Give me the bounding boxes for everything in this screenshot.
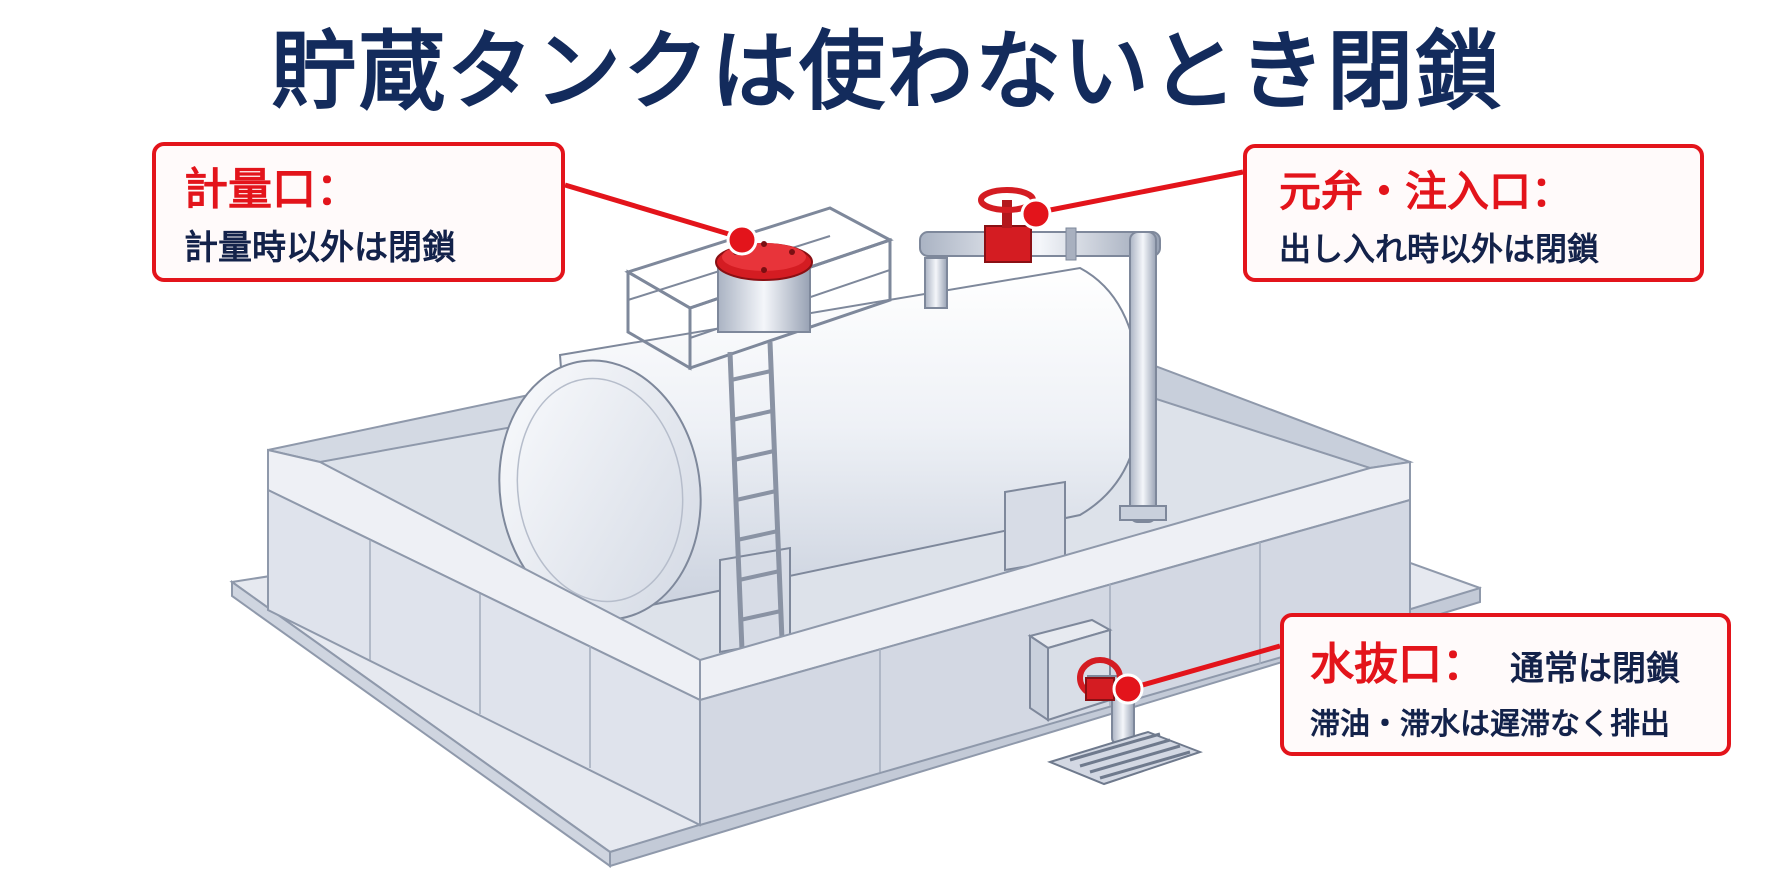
main-valve-piping [919, 187, 1167, 523]
callout-drain: 水抜口： 通常は閉鎖 滞油・滞水は遅滞なく排出 [1280, 613, 1731, 756]
callout-main-valve-heading: 元弁・注入口： [1279, 167, 1574, 216]
leader-lines [564, 169, 1281, 705]
page-title: 貯蔵タンクは使わないとき閉鎖 [271, 22, 1503, 122]
valve-marker-dot [1020, 198, 1052, 230]
gauge-hatch [624, 206, 894, 371]
callout-main-valve: 元弁・注入口： 出し入れ時以外は閉鎖 [1243, 144, 1704, 282]
callout-drain-status: 通常は閉鎖 [1510, 649, 1680, 689]
drain-valve [1027, 618, 1203, 786]
access-ladder [727, 341, 785, 651]
drain-marker-dot [1112, 673, 1144, 705]
callout-drain-heading: 水抜口： [1310, 639, 1486, 690]
callout-drain-text: 滞油・滞水は遅滞なく排出 [1310, 707, 1670, 742]
gauge-marker-dot [726, 224, 758, 256]
callout-main-valve-text: 出し入れ時以外は閉鎖 [1279, 230, 1600, 268]
callout-gauge-text: 計量時以外は閉鎖 [184, 228, 456, 268]
callout-gauge-hatch: 計量口： 計量時以外は閉鎖 [152, 142, 565, 282]
callout-gauge-heading: 計量口： [184, 164, 360, 215]
